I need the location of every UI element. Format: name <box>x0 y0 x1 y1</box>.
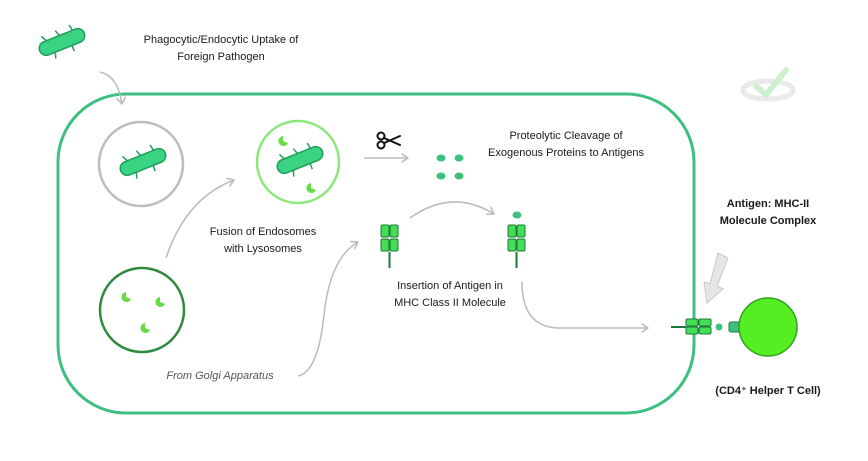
complex-label-line2: Molecule Complex <box>719 215 817 227</box>
insertion-label: Insertion of Antigen in MHC Class II Mol… <box>372 278 528 312</box>
complex-pointer-arrow <box>703 252 729 304</box>
watermark-logo-icon <box>740 67 796 102</box>
surface-mhc-complex <box>671 318 723 335</box>
cleavage-label: Proteolytic Cleavage of Exogenous Protei… <box>472 128 660 162</box>
t-cell-label: (CD4⁺ Helper T Cell) <box>715 385 821 397</box>
mhc-class-ii-loaded <box>507 224 526 268</box>
lysosomal-enzyme <box>155 297 165 307</box>
antigen-fragments <box>436 154 464 180</box>
loaded-antigen <box>512 211 522 219</box>
lysosomal-enzyme <box>278 136 288 146</box>
transport-arrow <box>521 281 649 333</box>
uptake-label-line1: Phagocytic/Endocytic Uptake of <box>143 34 299 46</box>
lysosome <box>98 266 186 354</box>
complex-label: Antigen: MHC-II Molecule Complex <box>706 196 830 230</box>
scissors-icon <box>376 131 401 150</box>
lysosomal-enzyme <box>121 292 131 302</box>
fusion-label-line1: Fusion of Endosomes <box>209 226 317 238</box>
fusion-arrow <box>165 177 235 259</box>
uptake-label-line2: Foreign Pathogen <box>177 51 265 63</box>
lysosomal-enzyme <box>306 183 316 193</box>
uptake-arrow <box>99 71 126 105</box>
insertion-label-line1: Insertion of Antigen in <box>397 280 503 292</box>
phagolysosome-pathogen <box>276 142 324 177</box>
cleavage-label-line1: Proteolytic Cleavage of <box>509 130 623 142</box>
lysosomal-enzyme <box>140 323 150 333</box>
insertion-label-line2: MHC Class II Molecule <box>394 297 506 309</box>
complex-label-line1: Antigen: MHC-II <box>726 198 810 210</box>
golgi-label: From Golgi Apparatus <box>166 370 274 382</box>
fusion-label-line2: with Lysosomes <box>224 243 302 255</box>
golgi-arrow <box>297 240 359 377</box>
endosome-pathogen <box>119 144 167 179</box>
cleavage-label-line2: Exogenous Proteins to Antigens <box>488 147 644 159</box>
uptake-label: Phagocytic/Endocytic Uptake of Foreign P… <box>118 32 324 66</box>
mhc-class-ii-empty <box>380 224 399 268</box>
loading-arrow <box>409 201 495 219</box>
external-pathogen <box>38 24 86 59</box>
cd4-helper-t-cell <box>738 297 798 357</box>
cell-membrane <box>56 92 696 415</box>
fusion-label: Fusion of Endosomes with Lysosomes <box>188 224 338 258</box>
